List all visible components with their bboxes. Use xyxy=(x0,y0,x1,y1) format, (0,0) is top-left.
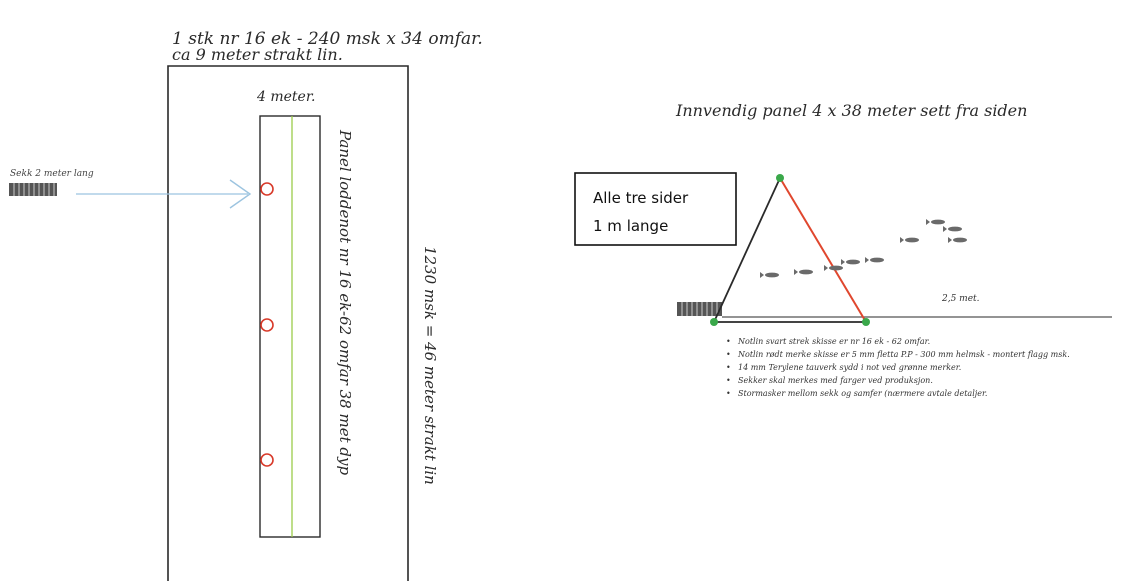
ring-marker-bottom xyxy=(260,453,274,467)
fish-icon xyxy=(865,257,884,263)
note-box-line2: 1 m lange xyxy=(593,217,668,235)
note-box xyxy=(574,172,737,246)
notes-list: • Notlin svart strek skisse er nr 16 ek … xyxy=(726,337,1070,398)
panel-vertical-label: Panel loddenot nr 16 ek-62 omfar 38 met … xyxy=(336,129,354,475)
fish-icon xyxy=(900,237,919,243)
note-bullet-icon: • xyxy=(726,350,731,359)
left-title-line1: 1 stk nr 16 ek - 240 msk x 34 omfar. xyxy=(172,29,483,49)
fish-icon xyxy=(948,237,967,243)
fish-icon xyxy=(841,259,860,265)
green-marker-right xyxy=(862,318,870,326)
bag-icon xyxy=(9,183,57,196)
note-bullet-icon: • xyxy=(726,337,731,346)
note-item: 14 mm Terylene tauverk sydd i not ved gr… xyxy=(738,363,961,372)
triangle-red-side xyxy=(779,177,867,323)
fish-school xyxy=(760,219,967,278)
left-title-line2: ca 9 meter strakt lin. xyxy=(172,45,343,64)
right-bag-icon xyxy=(677,302,722,316)
note-item: Notlin rødt merke skisse er 5 mm fletta … xyxy=(737,350,1070,359)
right-title: Innvendig panel 4 x 38 meter sett fra si… xyxy=(675,101,1027,120)
note-bullet-icon: • xyxy=(726,389,731,398)
green-marker-left xyxy=(710,318,718,326)
height-vertical-label: 1230 msk = 46 meter strakt lin xyxy=(421,246,439,485)
note-item: Notlin svart strek skisse er nr 16 ek - … xyxy=(737,337,930,346)
ring-marker-middle xyxy=(260,318,274,332)
fish-icon xyxy=(794,269,813,275)
note-item: Stormasker mellom sekk og samfer (nærmer… xyxy=(738,389,987,398)
ring-marker-top xyxy=(260,182,274,196)
arrow-icon xyxy=(76,179,252,209)
note-bullet-icon: • xyxy=(726,363,731,372)
panel-width-label: 4 meter. xyxy=(256,89,315,105)
fish-icon xyxy=(943,226,962,232)
fish-icon xyxy=(824,265,843,271)
inner-panel xyxy=(259,115,321,538)
green-marker-top xyxy=(776,174,784,182)
fish-icon xyxy=(760,272,779,278)
note-bullet-icon: • xyxy=(726,376,731,385)
note-box-line1: Alle tre sider xyxy=(593,189,689,207)
triangle-left-side xyxy=(713,177,781,323)
fish-icon xyxy=(926,219,945,225)
note-item: Sekker skal merkes med farger ved produk… xyxy=(738,376,933,385)
outer-net-outline xyxy=(167,65,409,581)
distance-label: 2,5 met. xyxy=(941,294,980,304)
bag-label: Sekk 2 meter lang xyxy=(10,169,94,179)
